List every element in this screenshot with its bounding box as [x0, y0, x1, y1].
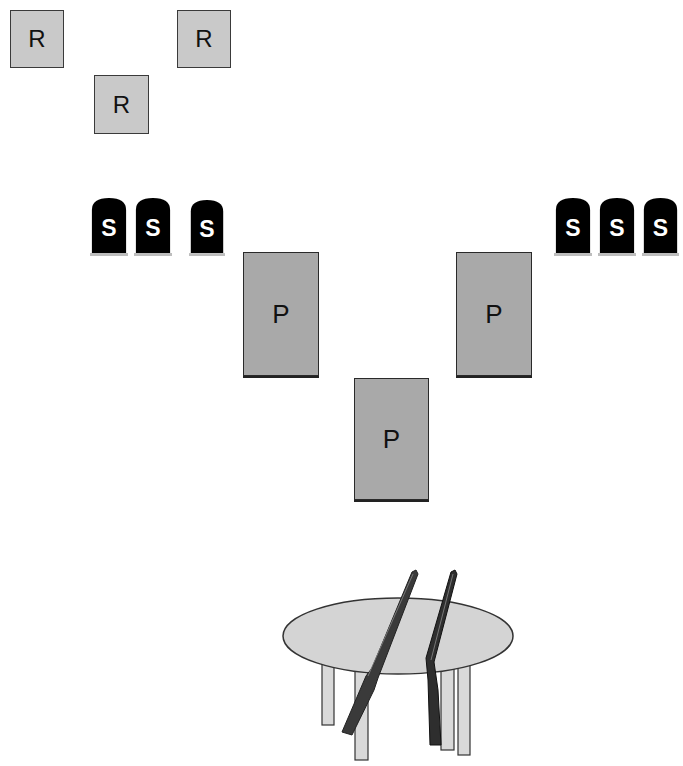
tombstone-body — [92, 198, 126, 253]
s-tombstone: S — [598, 196, 636, 256]
tombstone-body — [600, 198, 634, 253]
node-label: S — [565, 217, 580, 240]
node-label: P — [485, 301, 502, 327]
node-label: R — [28, 27, 45, 51]
tombstone-base — [554, 253, 592, 256]
tombstone-base — [134, 253, 172, 256]
node-label: S — [145, 217, 160, 240]
node-label: S — [199, 218, 214, 241]
s-tombstone: S — [90, 196, 128, 256]
tombstone-base — [189, 253, 225, 256]
tombstone-body — [191, 200, 223, 253]
node-label: S — [101, 217, 116, 240]
node-label: P — [383, 426, 400, 452]
rifle — [426, 570, 457, 745]
tombstone-base — [598, 253, 636, 256]
tombstone-body — [136, 198, 170, 253]
tombstone-body — [556, 198, 590, 253]
r-box: R — [94, 75, 149, 134]
s-tombstone: S — [554, 196, 592, 256]
s-tombstone: S — [189, 198, 225, 256]
s-tombstone: S — [134, 196, 172, 256]
p-box: P — [354, 378, 429, 500]
node-label: P — [272, 301, 289, 327]
tombstone-base — [90, 253, 128, 256]
rifle — [342, 570, 418, 735]
r-box: R — [10, 10, 64, 68]
tombstone-base — [642, 253, 679, 256]
tombstone-body — [644, 198, 677, 253]
s-tombstone: S — [642, 196, 679, 256]
node-label: S — [653, 217, 668, 240]
r-box: R — [177, 10, 231, 68]
node-label: R — [113, 93, 130, 117]
p-box: P — [456, 252, 532, 376]
node-label: S — [609, 217, 624, 240]
node-label: R — [195, 27, 212, 51]
p-box: P — [243, 252, 319, 376]
